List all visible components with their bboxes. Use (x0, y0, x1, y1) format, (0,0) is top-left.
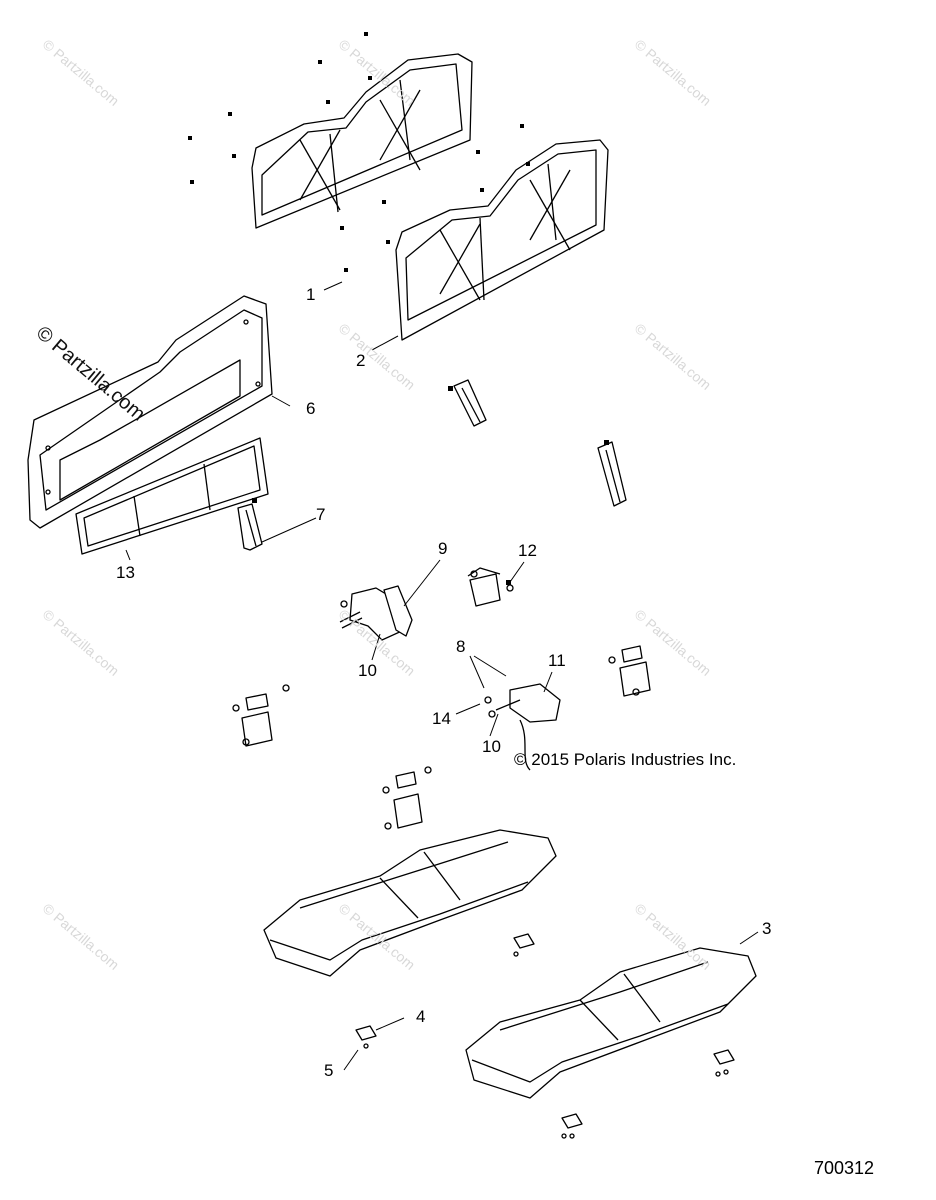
leader-lines (125, 281, 759, 1071)
buckle-cover-part-7 (237, 503, 263, 551)
seat-back-panel-part-6 (27, 295, 273, 529)
callout-label: 6 (306, 399, 316, 418)
mount-clip-part-4 (355, 1025, 377, 1049)
callout-label: 1 (306, 285, 316, 304)
mount-clip-right (713, 1049, 735, 1077)
callout-label: 12 (518, 541, 537, 560)
bracket-right (608, 645, 651, 697)
fasteners (188, 32, 609, 585)
bracket-left (232, 684, 290, 747)
seat-back-part-1 (251, 53, 473, 229)
mount-clip-center (513, 933, 535, 957)
callout-label: 11 (548, 651, 566, 670)
callout-label: 9 (438, 539, 448, 558)
callout-label: 13 (116, 563, 135, 582)
bracket-part-12 (467, 567, 514, 607)
callout-label: 3 (762, 919, 772, 938)
buckle-cover-right (597, 441, 627, 507)
latch-assembly-part-9-10 (339, 585, 413, 641)
mount-clip-bottom (561, 1113, 583, 1139)
callout-label: 2 (356, 351, 366, 370)
seat-cushion-left (263, 829, 557, 977)
diagram-number: 700312 (814, 1158, 875, 1178)
seat-cushion-part-3 (465, 947, 757, 1099)
callout-label: 8 (456, 637, 466, 656)
latch-assembly-part-11-14 (484, 683, 561, 771)
callout-label: 14 (432, 709, 451, 728)
lower-panel-part-13 (75, 437, 269, 555)
buckle-cover-upper (453, 379, 487, 427)
callout-label: 10 (358, 661, 377, 680)
callout-label: 4 (416, 1007, 426, 1026)
callout-label: 5 (324, 1061, 334, 1080)
seat-back-part-2 (395, 139, 609, 341)
copyright-notice: © 2015 Polaris Industries Inc. (514, 750, 737, 769)
callout-label: 7 (316, 505, 326, 524)
callout-label: 10 (482, 737, 501, 756)
bracket-middle (382, 766, 432, 830)
